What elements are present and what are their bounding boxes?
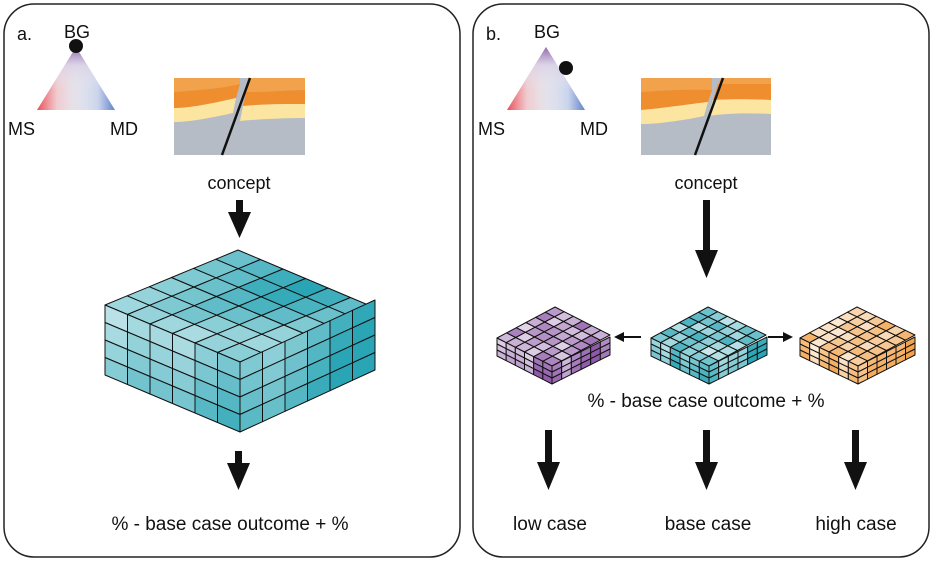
grid-side-cell [905, 348, 916, 361]
grid-cell [746, 329, 767, 341]
ternary-label-md: MD [110, 119, 138, 139]
arrow-left-icon [614, 332, 641, 342]
grid-side-cell [352, 352, 376, 381]
ternary-label-bg: BG [64, 22, 90, 42]
fault-line [220, 77, 252, 156]
arrow-down-icon [695, 430, 718, 490]
panel-b: b. BG MS MD concept [472, 3, 930, 558]
case-label-base: base case [665, 514, 752, 535]
outcome-label-b: % - base case outcome + % [587, 391, 824, 412]
outcome-label-a: % - base case outcome + % [111, 514, 348, 535]
case-label-low: low case [513, 514, 587, 535]
ternary-label-md: MD [580, 119, 608, 139]
case-label-high: high case [815, 514, 896, 535]
concept-label-a: concept [207, 173, 270, 193]
panel-b-label: b. [486, 24, 501, 44]
arrow-down-icon [537, 430, 560, 490]
concept-image-b [641, 77, 771, 156]
ternary-marker-dot [559, 61, 573, 75]
model-grid-large [104, 249, 376, 433]
grid-side-cell [599, 348, 611, 361]
arrow-down-icon [844, 430, 867, 490]
arrow-down-icon [227, 451, 250, 490]
ternary-label-bg: BG [534, 22, 560, 42]
ternary-label-ms: MS [8, 119, 35, 139]
ternary-marker-dot [69, 39, 83, 53]
concept-label-b: concept [674, 173, 737, 193]
model-grid-low-case [496, 306, 611, 385]
arrow-right-icon [768, 332, 793, 342]
panel-b-frame [472, 3, 930, 558]
arrow-down-icon [228, 200, 251, 238]
grid-cell [590, 329, 611, 341]
arrow-down-icon [695, 200, 718, 278]
model-grid-high-case [799, 306, 916, 385]
fault-line [693, 77, 725, 156]
panel-a: a. BG MS MD concept [3, 3, 461, 558]
model-grid-base-case [650, 306, 768, 385]
ternary-label-ms: MS [478, 119, 505, 139]
concept-image-a [174, 77, 305, 156]
panel-a-label: a. [17, 24, 32, 44]
grid-cell [895, 329, 916, 341]
grid-side-cell [756, 348, 768, 361]
